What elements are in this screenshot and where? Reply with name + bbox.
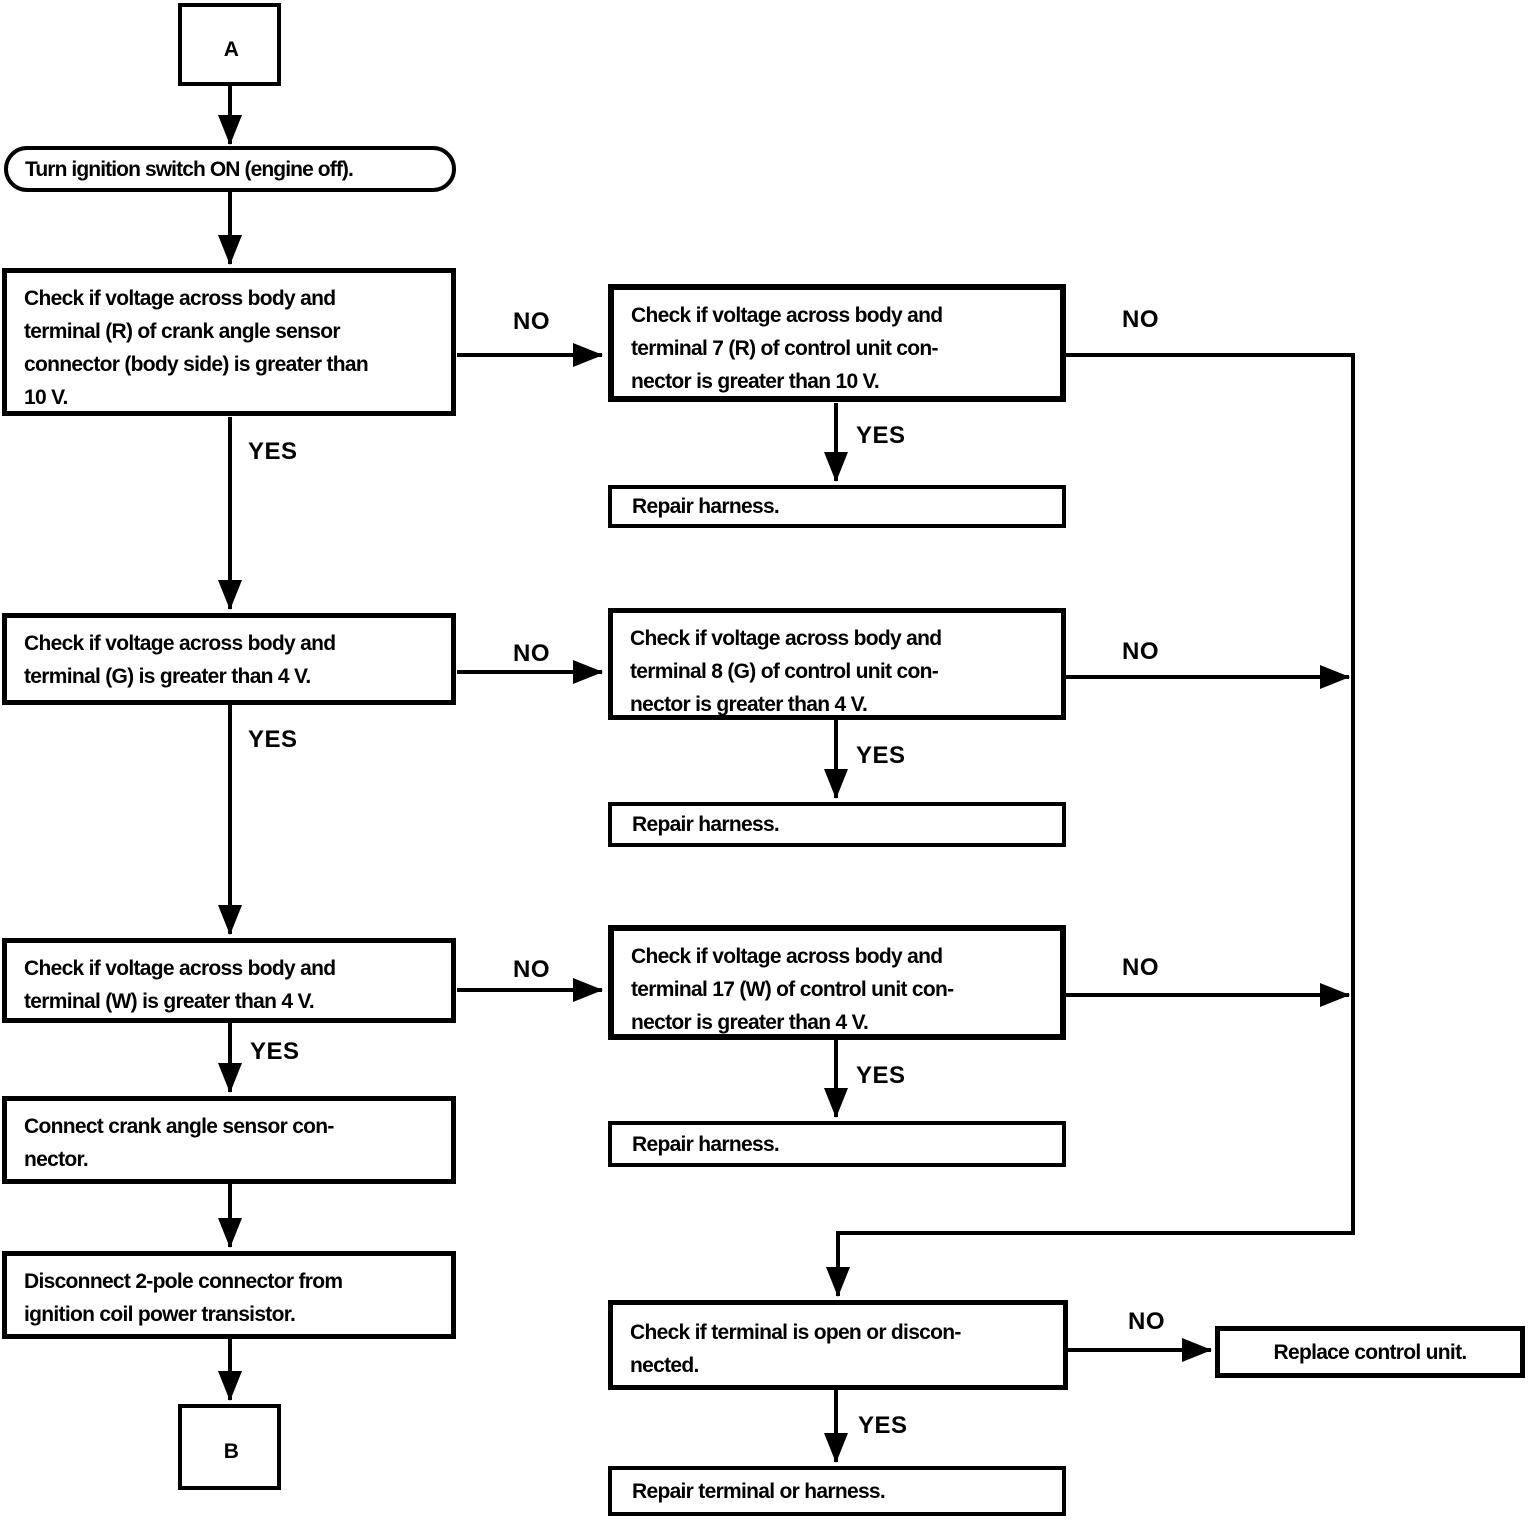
decision-check-crank-r-text: Check if voltage across body and termina… [24, 287, 369, 409]
start-terminator: Turn ignition switch ON (engine off). [4, 146, 456, 192]
label-yes-cu-17w: YES [856, 1062, 906, 1089]
process-disconnect-2pole: Disconnect 2-pole connector from ignitio… [2, 1251, 456, 1339]
process-connect-sensor: Connect crank angle sensor con- nector. [2, 1096, 456, 1184]
decision-check-g: Check if voltage across body and termina… [2, 613, 456, 705]
action-repair-harness-1: Repair harness. [608, 485, 1066, 528]
connector-a-label: A [223, 37, 239, 61]
decision-check-cu-8g: Check if voltage across body and termina… [608, 608, 1066, 720]
label-no-terminal: NO [1128, 1308, 1165, 1335]
action-replace-control-unit: Replace control unit. [1215, 1326, 1525, 1378]
label-no-check-r: NO [513, 308, 550, 335]
label-no-check-w: NO [513, 956, 550, 983]
decision-check-terminal-open-text: Check if terminal is open or discon- nec… [630, 1321, 961, 1377]
action-replace-control-unit-text: Replace control unit. [1273, 1340, 1468, 1364]
label-no-cu-8g: NO [1122, 638, 1159, 665]
decision-check-cu-8g-text: Check if voltage across body and termina… [630, 627, 942, 716]
label-yes-terminal: YES [858, 1412, 908, 1439]
action-repair-harness-1-text: Repair harness. [632, 495, 780, 518]
process-disconnect-2pole-text: Disconnect 2-pole connector from ignitio… [24, 1270, 343, 1326]
process-connect-sensor-text: Connect crank angle sensor con- nector. [24, 1115, 334, 1171]
label-no-check-g: NO [513, 640, 550, 667]
connector-node-a: A [178, 3, 281, 86]
label-no-cu-7r: NO [1122, 306, 1159, 333]
label-yes-check-g: YES [248, 726, 298, 753]
decision-check-terminal-open: Check if terminal is open or discon- nec… [608, 1300, 1068, 1390]
decision-check-w: Check if voltage across body and termina… [2, 938, 456, 1023]
edge-trunk-no-line [826, 353, 1355, 1297]
label-no-cu-17w: NO [1122, 954, 1159, 981]
action-repair-harness-2-text: Repair harness. [632, 813, 780, 836]
decision-check-cu-17w-text: Check if voltage across body and termina… [631, 945, 954, 1034]
label-yes-check-w: YES [250, 1038, 300, 1065]
connector-b-label: B [223, 1440, 239, 1463]
label-yes-cu-8g: YES [856, 742, 906, 769]
decision-check-g-text: Check if voltage across body and termina… [24, 632, 336, 688]
action-repair-harness-3: Repair harness. [608, 1121, 1066, 1167]
action-repair-harness-3-text: Repair harness. [632, 1132, 780, 1156]
decision-check-w-text: Check if voltage across body and termina… [24, 957, 336, 1013]
label-yes-cu-7r: YES [856, 422, 906, 449]
label-yes-check-r: YES [248, 438, 298, 465]
connector-node-b: B [178, 1404, 281, 1490]
action-repair-terminal-text: Repair terminal or harness. [632, 1479, 886, 1503]
decision-check-cu-7r: Check if voltage across body and termina… [608, 284, 1066, 402]
start-text: Turn ignition switch ON (engine off). [25, 157, 354, 181]
decision-check-cu-7r-text: Check if voltage across body and termina… [631, 304, 943, 393]
decision-check-crank-r: Check if voltage across body and termina… [2, 268, 456, 416]
decision-check-cu-17w: Check if voltage across body and termina… [608, 925, 1066, 1040]
action-repair-harness-2: Repair harness. [608, 802, 1066, 847]
action-repair-terminal: Repair terminal or harness. [608, 1466, 1066, 1516]
